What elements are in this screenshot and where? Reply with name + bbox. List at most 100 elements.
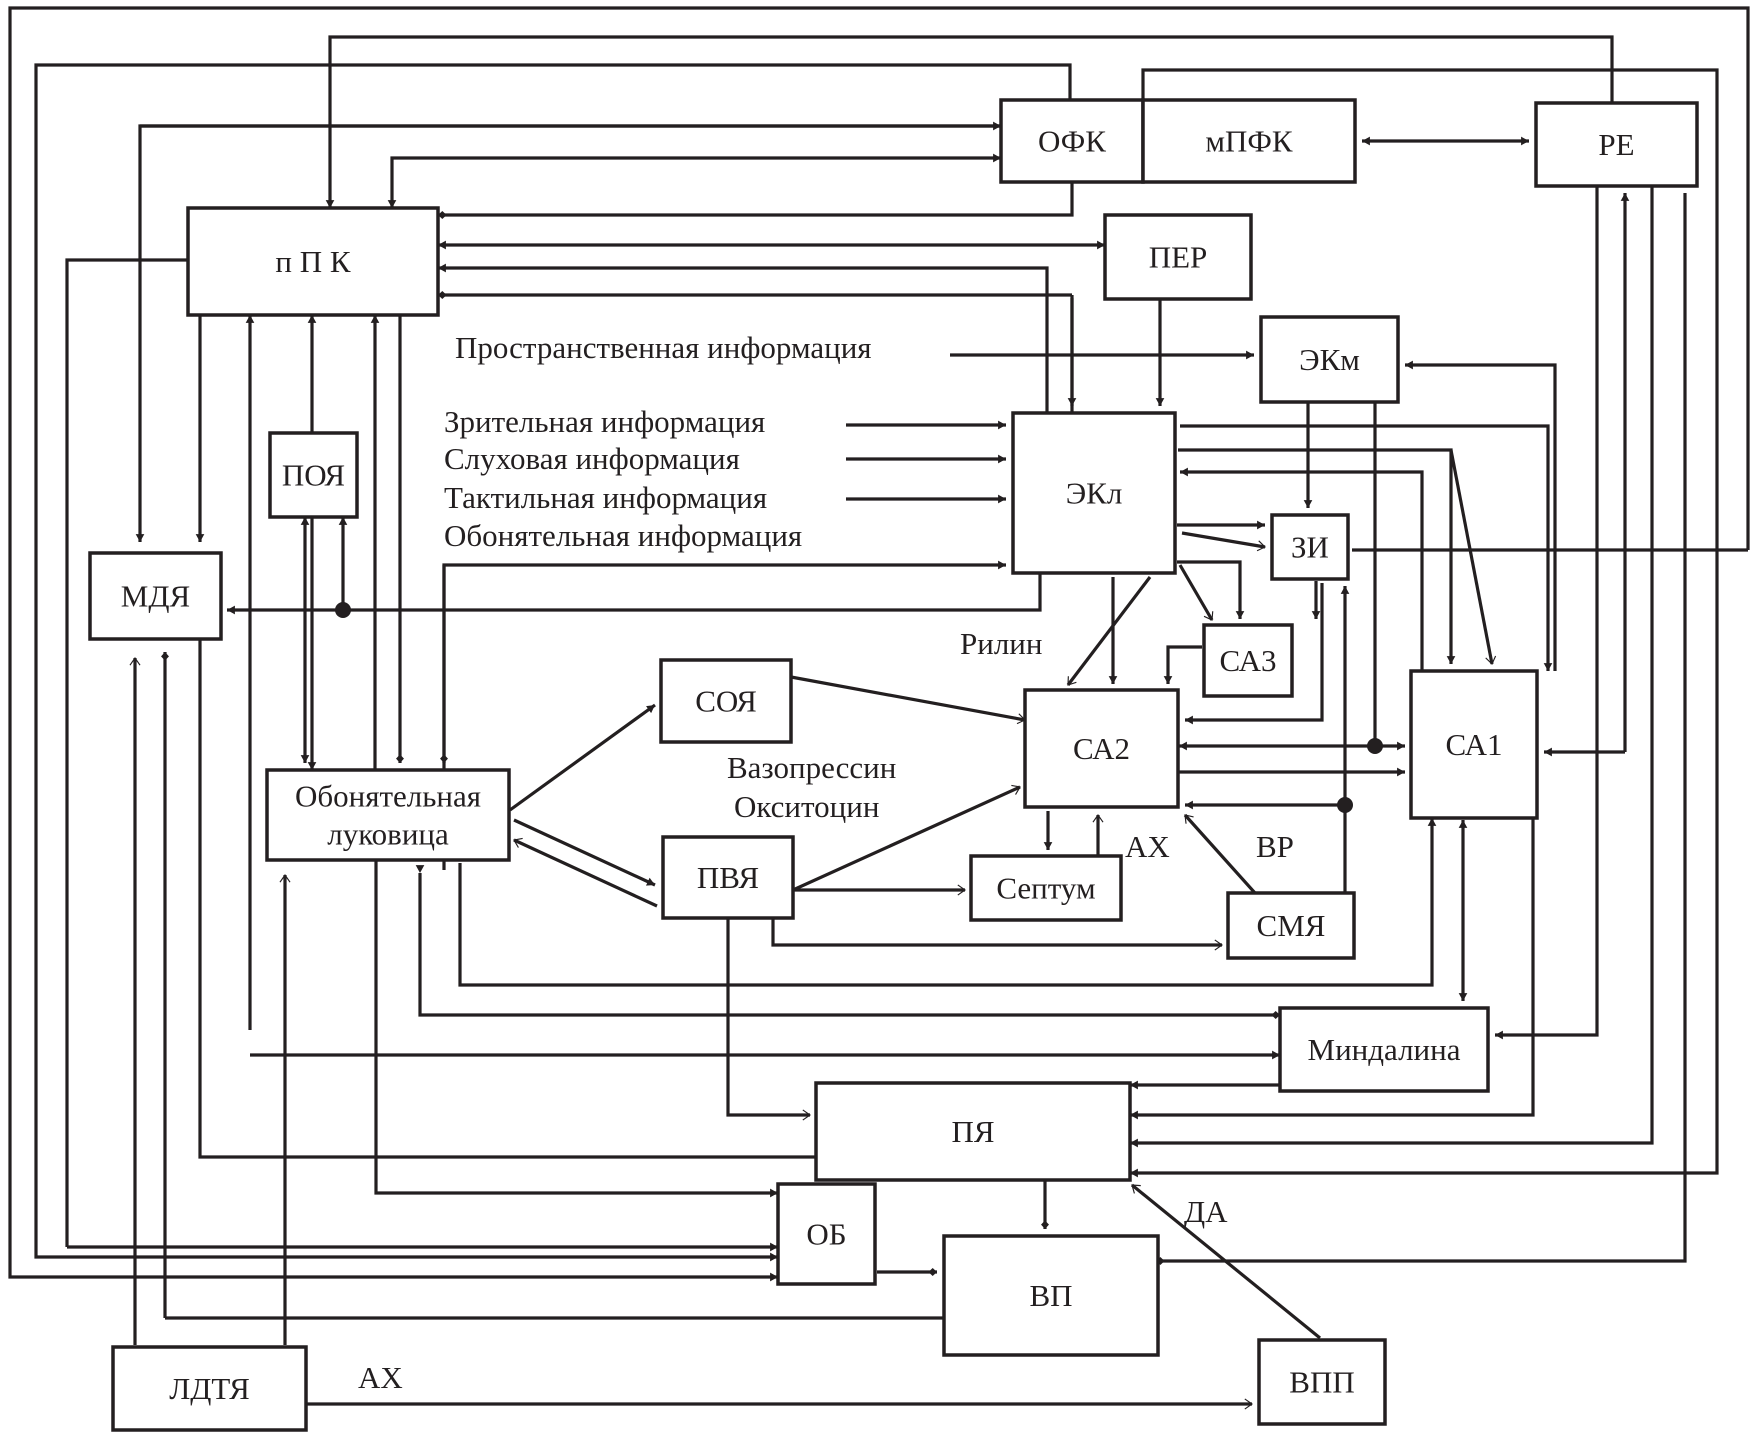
junction-dot-1 (335, 602, 351, 618)
edge-ekl-ca1-2 (1449, 449, 1497, 665)
node-label-ca2: СА2 (1073, 731, 1130, 766)
node-label-vp: ВП (1029, 1278, 1072, 1313)
edge-ofk-ppk (438, 182, 1074, 219)
node-vpp: ВПП (1257, 1338, 1387, 1426)
node-label-mpfk: мПФК (1205, 124, 1292, 159)
node-per: ПЕР (1103, 213, 1253, 301)
junction-dot-3 (1337, 797, 1353, 813)
node-label-pvya: ПВЯ (697, 860, 759, 895)
node-label-poya: ПОЯ (282, 458, 345, 493)
edge-pvya-smya (771, 918, 1224, 951)
node-label-ekl: ЭКл (1066, 476, 1123, 511)
node-label-per: ПЕР (1149, 240, 1208, 275)
edge-label-da: ДА (1184, 1194, 1228, 1229)
edge-label-ach-septum: АХ (1125, 829, 1170, 864)
node-label-pya: ПЯ (951, 1114, 994, 1149)
node-label-vpp: ВПП (1289, 1365, 1354, 1400)
edge-obl-soya (509, 703, 656, 812)
node-box-smya (1226, 891, 1356, 960)
edge-mdya-pya (198, 639, 816, 1159)
node-label-ob: ОБ (806, 1217, 846, 1252)
node-ob: ОБ (776, 1182, 877, 1286)
node-smya: СМЯ (1226, 891, 1356, 960)
edge-obl-ob (374, 860, 778, 1198)
node-box-ofk (999, 98, 1145, 184)
node-septum: Септум (969, 854, 1123, 922)
edge-label-ach-ldtya: АХ (358, 1360, 403, 1395)
node-label-ca3: СА3 (1219, 643, 1276, 678)
node-label-re: РЕ (1598, 127, 1634, 162)
edge-ca1-ekl-2 (1180, 467, 1424, 671)
node-zi: ЗИ (1270, 513, 1350, 581)
edge-ekl-ca3 (1177, 560, 1245, 619)
node-re: РЕ (1534, 101, 1699, 188)
connections (8, 6, 1750, 1410)
node-label-ofk: ОФК (1038, 124, 1106, 159)
edge-pvya-ca2 (792, 784, 1021, 892)
node-box-pya (814, 1081, 1132, 1182)
input-label-auditory: Слуховая информация (444, 441, 740, 476)
node-box-septum (969, 854, 1123, 922)
node-label-soya: СОЯ (695, 684, 757, 719)
edge-ekl-zi-2 (1181, 531, 1266, 552)
node-box-mindalina (1278, 1006, 1490, 1093)
node-vp: ВП (942, 1234, 1160, 1357)
edge-mpfk-pya (1130, 68, 1719, 1178)
edge-ca1-pya (1130, 818, 1535, 1120)
input-label-tactile: Тактильная информация (444, 480, 767, 515)
edge-re-ppk (325, 35, 1614, 208)
node-box-poya (268, 431, 359, 519)
edge-ekl-mdya (227, 573, 1042, 615)
node-ca3: СА3 (1202, 623, 1294, 698)
node-label-zi: ЗИ (1291, 530, 1329, 565)
edge-mindalina-obl (415, 865, 1280, 1019)
edge-label-reelin: Рилин (960, 626, 1042, 661)
node-pya: ПЯ (814, 1081, 1132, 1182)
node-box-ca2 (1023, 688, 1180, 809)
node-box-re (1534, 101, 1699, 188)
node-box-vp (942, 1234, 1160, 1357)
edge-ekl-ppk (438, 263, 1049, 413)
edge-ca1-ekl (1180, 424, 1553, 671)
node-box-zi (1270, 513, 1350, 581)
node-poya: ПОЯ (268, 431, 359, 519)
node-mindalina: Миндалина (1278, 1006, 1490, 1093)
edge-ca3-ca2 (1163, 645, 1202, 684)
edge-vp-re (1156, 193, 1687, 1265)
edge-ca1-ekm (1405, 360, 1557, 671)
edge-ppk-left (65, 258, 200, 1247)
node-box-ekl (1011, 411, 1177, 575)
node-ca2: СА2 (1023, 688, 1180, 809)
node-box-ldtya (111, 1345, 308, 1432)
node-ppk: п П К (186, 206, 440, 317)
node-mpfk: мПФК (1141, 98, 1357, 184)
node-label-smya: СМЯ (1257, 908, 1326, 943)
edge-ekl-ca3-2 (1178, 564, 1214, 621)
node-ldtya: ЛДТЯ (111, 1345, 308, 1432)
edge-soya-ca2 (790, 675, 1026, 725)
edge-pvya-pya (726, 918, 812, 1121)
edge-label-oxytocin: Окситоцин (734, 789, 879, 824)
node-label-mindalina: Миндалина (1308, 1032, 1461, 1067)
node-label-ca1: СА1 (1445, 727, 1502, 762)
node-soya: СОЯ (659, 658, 793, 744)
edge-ekl-ca2-reelin (1066, 576, 1152, 686)
edge-re-pya (1130, 186, 1654, 1148)
node-box-pvya (661, 835, 795, 920)
edge-zi-outer-ob (8, 6, 1750, 1282)
node-label-obl-2: луковица (327, 817, 449, 852)
edge-label-vp-smya: ВР (1256, 829, 1294, 864)
edge-ofk-ob (34, 63, 1072, 1262)
node-box-obl (265, 768, 511, 862)
node-box-ca1 (1409, 669, 1539, 820)
node-ofk: ОФК (999, 98, 1145, 184)
node-ekl: ЭКл (1011, 411, 1177, 575)
node-box-ekm (1259, 315, 1400, 404)
junction-dot-2 (1367, 738, 1383, 754)
edge-re-mindalina (1495, 186, 1599, 1040)
node-label-mdya: МДЯ (121, 579, 190, 614)
node-box-ca3 (1202, 623, 1294, 698)
node-label-septum: Септум (996, 871, 1095, 906)
